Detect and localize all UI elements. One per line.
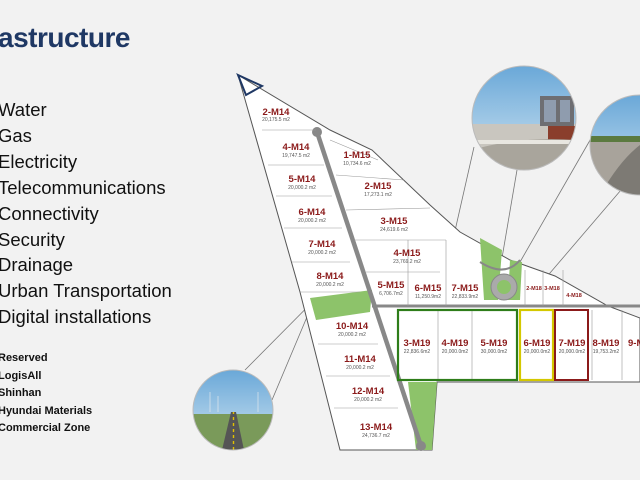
lot-2-m18-name: 2-M18 <box>526 286 542 292</box>
service-gas: Gas <box>0 124 32 146</box>
lot-8-m19-area: 19,753.2m2 <box>593 349 620 355</box>
lot-9-m-name: 9-M <box>628 338 640 349</box>
lot-3-m15-name: 3-M15 <box>381 216 409 227</box>
road-node-bottom <box>416 441 426 451</box>
lot-5-m19-name: 5-M19 <box>481 338 508 349</box>
lot-4-m15-area: 23,769.2 m2 <box>393 259 421 265</box>
map-legend: Reserved LogisAll Shinhan Hyundai Materi… <box>0 350 92 438</box>
service-digital-installations: Digital installations <box>0 306 152 328</box>
infrastructure-list: Water Gas Electricity Telecommunications… <box>0 97 172 330</box>
reserved-outline <box>236 73 265 97</box>
lot-6-m14-name: 6-M14 <box>299 207 327 218</box>
legend-logisall: LogisAll <box>0 369 42 382</box>
lot-12-m14-name: 12-M14 <box>352 386 385 397</box>
service-water: Water <box>0 99 47 120</box>
commercial-lot-outline <box>554 309 589 381</box>
lot-2-m15-name: 2-M15 <box>365 181 393 192</box>
roads <box>314 131 640 447</box>
lot-11-m14-area: 20,000.2 m2 <box>346 365 374 371</box>
service-drainage: Drainage <box>0 254 74 276</box>
lot-10-m14-name: 10-M14 <box>336 321 369 332</box>
lot-3-m19-area: 22,836.6m2 <box>404 349 431 355</box>
lot-1-m15-area: 10,734.6 m2 <box>343 161 371 167</box>
legend-shinhan: Shinhan <box>0 387 42 399</box>
lot-4-m19-name: 4-M19 <box>442 338 469 349</box>
lot-4-m15-name: 4-M15 <box>394 248 422 259</box>
site-photo-road <box>590 95 640 195</box>
lot-4-m19-area: 20,000.0m2 <box>442 349 469 355</box>
lot-5-m19-area: 30,000.0m2 <box>481 349 508 355</box>
lot-6-m15-area: 11,250.9m2 <box>415 294 441 300</box>
lot-7-m14-name: 7-M14 <box>309 239 337 250</box>
service-connectivity: Connectivity <box>0 202 99 224</box>
legend-hyundai-materials: Hyundai Materials <box>0 404 93 417</box>
lot-5-m15-name: 5-M15 <box>378 280 406 291</box>
lot-2-m14-area: 20,175.5 m2 <box>262 117 290 123</box>
site-photo-building <box>472 66 576 170</box>
lot-5-m14-name: 5-M14 <box>289 174 317 185</box>
service-telecommunications: Telecommunications <box>0 176 166 198</box>
lot-6-m15-name: 6-M15 <box>415 283 443 294</box>
service-security: Security <box>0 228 65 250</box>
hyundai-lot-outline <box>518 308 555 382</box>
page-title: astructure <box>0 22 130 53</box>
lot-dividers <box>262 129 623 409</box>
lot-10-m14-area: 20,000.2 m2 <box>338 332 366 338</box>
lot-6-m14-area: 20,000.2 m2 <box>298 218 326 224</box>
lot-8-m14-area: 20,000.2 m2 <box>316 282 344 288</box>
lot-13-m14-area: 24,736.7 m2 <box>362 433 390 439</box>
green-spaces <box>310 238 522 450</box>
lot-3-m15-area: 24,619.6 m2 <box>380 227 408 233</box>
lot-6-m19-name: 6-M19 <box>524 338 551 349</box>
lot-labels: 2-M14 20,175.5 m2 4-M14 19,747.5 m2 5-M1… <box>262 107 640 439</box>
lot-13-m14-name: 13-M14 <box>360 422 393 433</box>
legend-commercial-zone: Commercial Zone <box>0 422 91 434</box>
lot-1-m15-name: 1-M15 <box>344 150 372 161</box>
legend-reserved: Reserved <box>0 352 48 364</box>
lot-8-m19-name: 8-M19 <box>593 338 620 349</box>
lot-7-m15-name: 7-M15 <box>452 283 480 294</box>
lot-4-m18-name: 4-M18 <box>566 293 582 299</box>
service-electricity: Electricity <box>0 150 78 172</box>
road-node-top <box>312 127 322 137</box>
lot-11-m14-name: 11-M14 <box>344 354 376 365</box>
lot-2-m15-area: 17,273.1 m2 <box>364 192 392 198</box>
lot-3-m18-name: 3-M18 <box>544 286 560 292</box>
lot-7-m15-area: 22,833.9m2 <box>452 294 479 300</box>
service-urban-transportation: Urban Transportation <box>0 280 172 302</box>
lot-4-m14-area: 19,747.5 m2 <box>282 153 310 159</box>
lot-8-m14-name: 8-M14 <box>317 271 345 282</box>
site-outline <box>237 73 640 451</box>
lot-5-m15-area: 6,706.7m2 <box>379 291 403 297</box>
lot-3-m19-name: 3-M19 <box>404 338 431 349</box>
lot-2-m14-name: 2-M14 <box>263 107 291 118</box>
lot-12-m14-area: 20,000.2 m2 <box>354 397 382 403</box>
lot-4-m14-name: 4-M14 <box>283 142 311 153</box>
lot-7-m19-area: 20,000.0m2 <box>559 349 586 355</box>
lot-6-m19-area: 20,000.0m2 <box>524 349 551 355</box>
lot-7-m19-name: 7-M19 <box>559 338 586 349</box>
lot-5-m14-area: 20,000.2 m2 <box>288 185 316 191</box>
lot-7-m14-area: 20,000.2 m2 <box>308 250 336 256</box>
shinhan-lots-outline <box>396 308 519 382</box>
